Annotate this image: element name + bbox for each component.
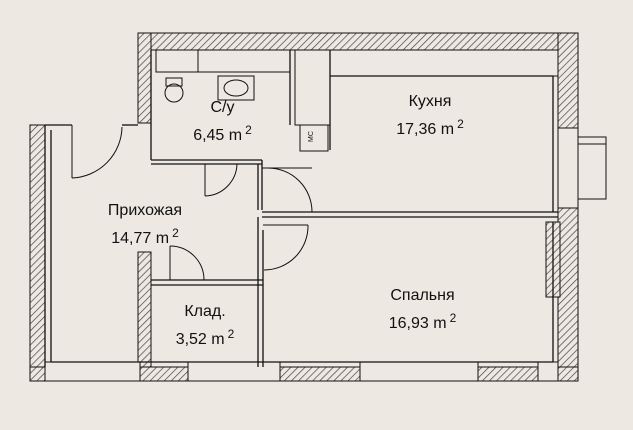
room-name: Клад. [184, 303, 226, 320]
room-name: Кухня [408, 93, 452, 110]
balcony-vent [577, 136, 607, 200]
kitchen-counter [329, 49, 559, 77]
room-name: С/у [210, 99, 235, 116]
room-name: Спальня [390, 287, 455, 304]
window-openings [44, 127, 579, 382]
bathroom-fixtures [155, 49, 331, 152]
room-name: Прихожая [107, 202, 183, 219]
washing-machine-label: МС [307, 131, 315, 142]
door-swings [71, 125, 313, 281]
